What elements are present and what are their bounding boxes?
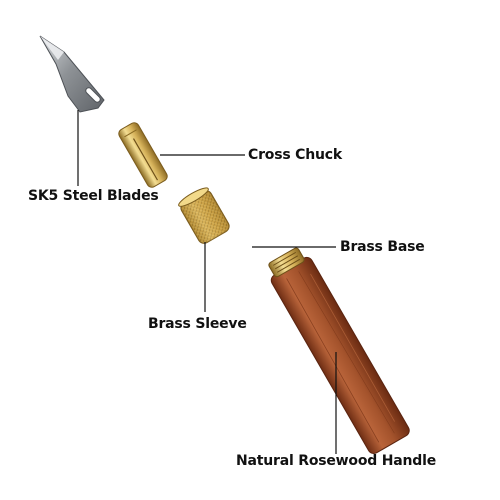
steel-blade xyxy=(39,35,105,113)
label-brass-sleeve: Brass Sleeve xyxy=(148,316,247,332)
blade-slot xyxy=(85,87,101,103)
label-blades: SK5 Steel Blades xyxy=(28,188,159,204)
label-cross-chuck: Cross Chuck xyxy=(248,147,342,163)
label-handle: Natural Rosewood Handle xyxy=(236,453,436,469)
cross-chuck xyxy=(118,122,168,188)
brass-sleeve xyxy=(178,187,230,244)
brass-base xyxy=(268,247,305,278)
label-brass-base: Brass Base xyxy=(340,239,425,255)
rosewood-handle xyxy=(270,256,410,455)
leader-lines xyxy=(77,110,337,454)
